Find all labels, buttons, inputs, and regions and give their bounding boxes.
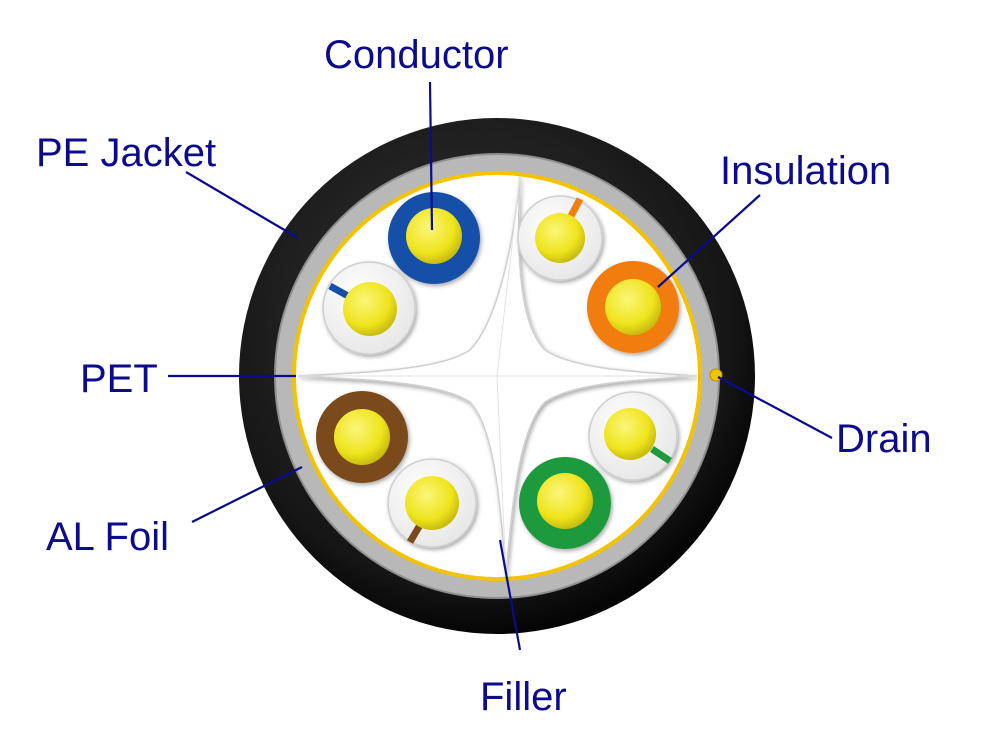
- leader-insulation: [657, 194, 761, 288]
- wire-orange-stripe: [567, 197, 584, 218]
- wire-brown-white-conductor: [405, 476, 459, 530]
- wire-green-stripe: [650, 446, 672, 464]
- leader-drain: [717, 376, 833, 439]
- wire-green-white-conductor: [604, 408, 656, 460]
- leader-lines: [168, 81, 833, 651]
- wire-blue-stripe: [328, 282, 350, 300]
- label-filler: Filler: [480, 675, 567, 719]
- leader-conductor: [428, 81, 434, 231]
- wire-green-conductor: [537, 473, 593, 529]
- label-insulation: Insulation: [720, 149, 891, 193]
- wire-orange-white: [517, 195, 603, 281]
- cross-filler-crease: [298, 175, 697, 577]
- wire-green-solid: [519, 457, 611, 549]
- label-pe-jacket: PE Jacket: [36, 131, 216, 175]
- wire-brown-solid: [316, 391, 408, 483]
- labels: Conductor PE Jacket Insulation PET Drain…: [36, 33, 932, 719]
- wire-blue-solid: [388, 192, 480, 284]
- label-pet: PET: [80, 357, 158, 401]
- wire-blue-conductor: [406, 208, 462, 264]
- label-conductor: Conductor: [324, 33, 509, 77]
- label-drain: Drain: [836, 417, 932, 461]
- leader-al-foil: [191, 466, 303, 523]
- wire-green-white: [588, 391, 678, 481]
- wire-blue-white-conductor: [343, 282, 397, 336]
- wire-blue-white: [322, 261, 416, 355]
- wire-brown-white: [387, 458, 477, 548]
- leader-filler: [498, 539, 522, 651]
- label-al-foil: AL Foil: [46, 515, 169, 559]
- leader-pe-jacket: [185, 171, 299, 239]
- wire-brown-conductor: [334, 409, 390, 465]
- wire-orange-solid: [587, 261, 679, 353]
- wire-orange-conductor: [605, 279, 661, 335]
- wire-brown-stripe: [406, 523, 424, 544]
- wire-orange-white-conductor: [535, 213, 585, 263]
